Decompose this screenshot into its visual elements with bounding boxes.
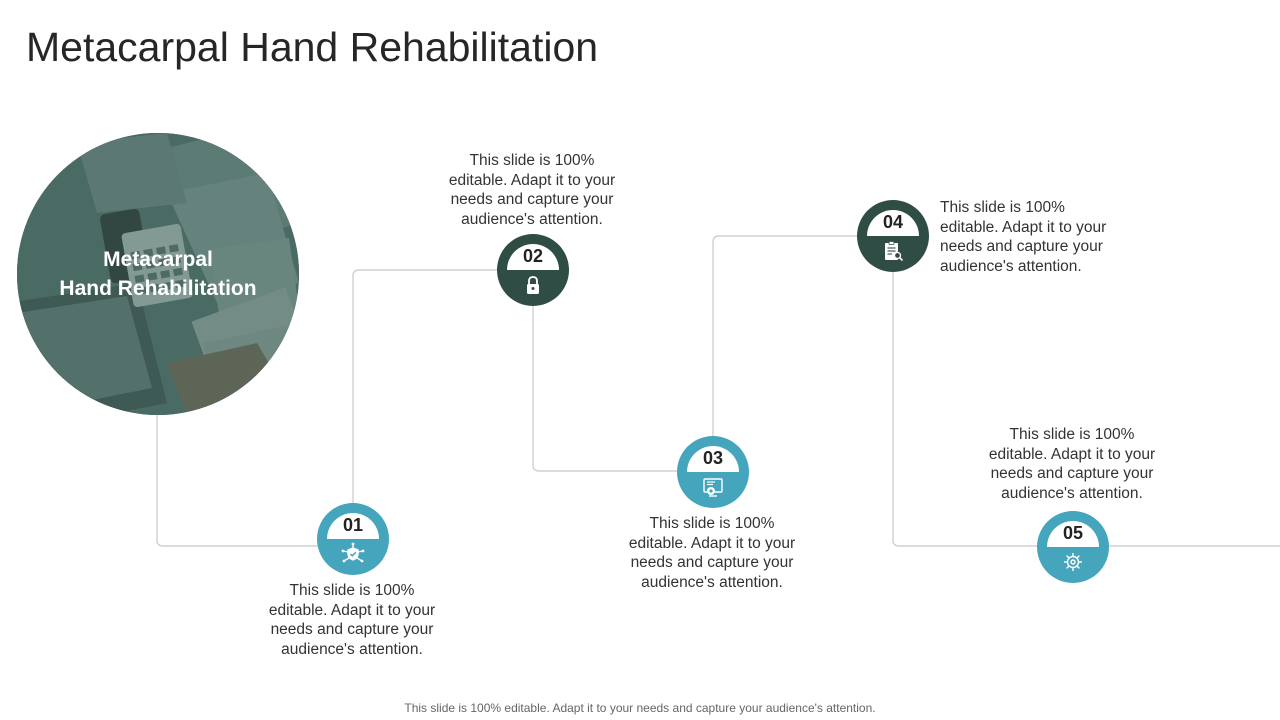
step-number: 01: [342, 515, 364, 535]
connector-hero-01: [156, 415, 318, 547]
step-description-04: This slide is 100% editable. Adapt it to…: [940, 199, 1107, 275]
connector-02-03: [532, 305, 678, 472]
padlock-icon: [527, 276, 539, 294]
footer-note: This slide is 100% editable. Adapt it to…: [404, 701, 876, 715]
connector-01-02: [352, 269, 498, 503]
hero-label-line1: Metacarpal: [103, 248, 213, 271]
connector-03-04: [712, 235, 858, 436]
hero-image-circle: Metacarpal Hand Rehabilitation: [17, 133, 299, 415]
hero-label-line2: Hand Rehabilitation: [59, 277, 257, 300]
desk-photo-illustration: [17, 133, 299, 415]
gear-icon: [1064, 553, 1082, 571]
step-description-01: This slide is 100% editable. Adapt it to…: [268, 582, 436, 658]
step-number: 03: [702, 448, 724, 468]
step-number: 05: [1062, 523, 1084, 543]
step-number: 02: [522, 246, 544, 266]
step-node-03: 03: [677, 436, 749, 508]
hero-label: Metacarpal Hand Rehabilitation: [17, 245, 299, 303]
shield-network-icon: [341, 542, 365, 563]
step-description-03: This slide is 100% editable. Adapt it to…: [628, 515, 796, 591]
monitor-gear-icon: [703, 478, 723, 497]
connector-04-05: [892, 271, 1280, 547]
step-description-05: This slide is 100% editable. Adapt it to…: [988, 426, 1156, 502]
step-description-02: This slide is 100% editable. Adapt it to…: [448, 152, 616, 228]
step-node-01: 01: [317, 503, 389, 575]
step-number: 04: [882, 212, 904, 232]
step-node-04: 04: [857, 200, 929, 272]
clipboard-search-icon: [885, 241, 904, 262]
page-title: Metacarpal Hand Rehabilitation: [26, 24, 599, 70]
step-node-02: 02: [497, 234, 569, 306]
step-node-05: 05: [1037, 511, 1109, 583]
